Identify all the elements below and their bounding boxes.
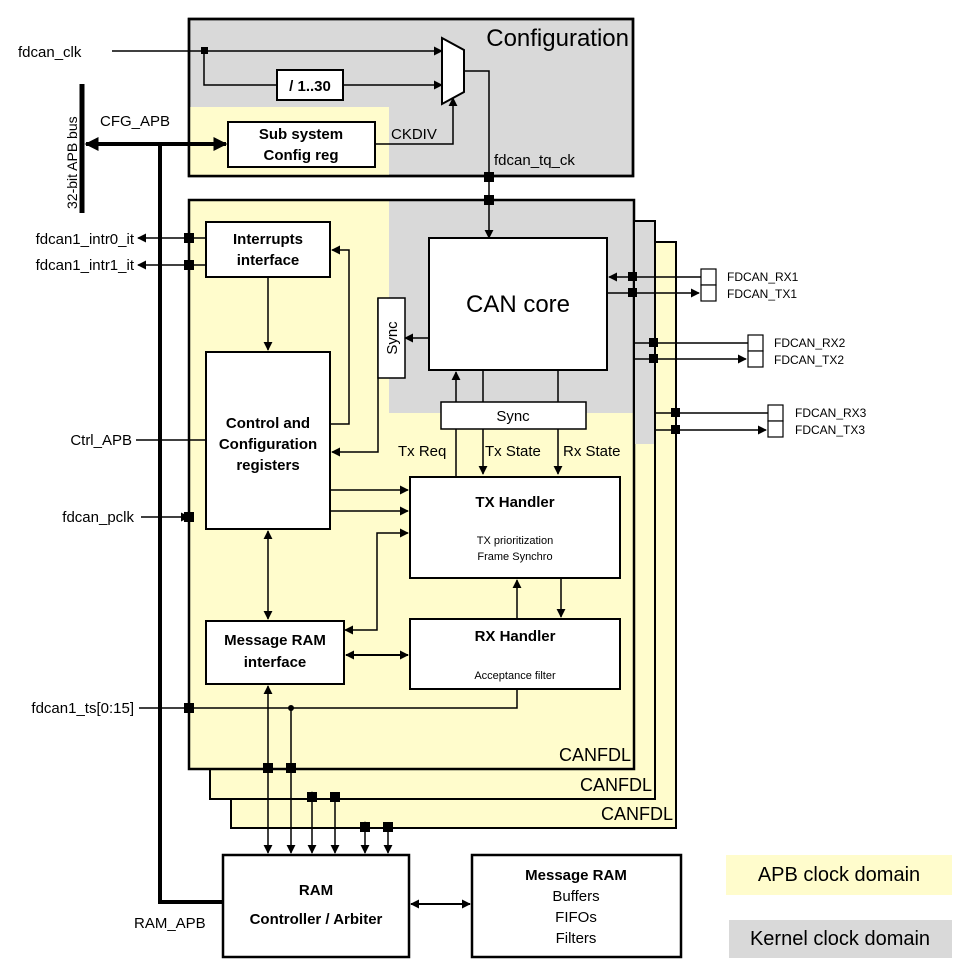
svg-text:TX prioritization: TX prioritization	[477, 535, 553, 547]
rx-handler: RX Handler Acceptance filter	[409, 618, 621, 690]
svg-text:Sync: Sync	[384, 321, 401, 355]
svg-text:FDCAN_RX3: FDCAN_RX3	[795, 406, 867, 420]
svg-text:CAN core: CAN core	[466, 291, 570, 318]
svg-text:Message RAM: Message RAM	[525, 867, 627, 884]
pin-tx3	[767, 420, 784, 438]
subsystem-config-reg: Sub system Config reg	[227, 121, 376, 168]
pin-rx3	[767, 404, 784, 422]
message-ram-interface: Message RAM interface	[205, 620, 345, 685]
ckdiv-label: CKDIV	[391, 126, 437, 143]
sync-horizontal: Sync	[440, 401, 587, 430]
control-config-registers: Control and Configuration registers	[205, 351, 331, 530]
sync-vertical: Sync	[377, 297, 406, 379]
subsystem-label-2: Config reg	[264, 147, 339, 164]
svg-text:Kernel clock domain: Kernel clock domain	[750, 928, 930, 950]
divider-label: / 1..30	[289, 78, 331, 95]
svg-text:interface: interface	[237, 252, 300, 269]
svg-text:interface: interface	[244, 654, 307, 671]
intr1-label: fdcan1_intr1_it	[36, 257, 135, 274]
clock-mux	[441, 36, 465, 106]
pin-rx2	[747, 334, 764, 352]
canfdl-label-3: CANFDL	[601, 804, 673, 824]
ckdiv-line	[375, 97, 458, 145]
pin-rx1	[700, 268, 717, 286]
svg-text:Sync: Sync	[496, 408, 530, 425]
ram-controller-arbiter: RAM Controller / Arbiter	[221, 853, 411, 959]
svg-text:Control and: Control and	[226, 415, 310, 432]
canfdl-label-2: CANFDL	[580, 775, 652, 795]
ram-apb-line	[158, 144, 222, 904]
pin-tx2	[747, 350, 764, 368]
tq-clk-label: fdcan_tq_ck	[494, 152, 575, 169]
svg-text:FDCAN_TX3: FDCAN_TX3	[795, 423, 865, 437]
tx-req-label: Tx Req	[398, 443, 446, 460]
tx-state-label: Tx State	[485, 443, 541, 460]
intr0-label: fdcan1_intr0_it	[36, 231, 135, 248]
can-core: CAN core	[428, 237, 608, 371]
svg-text:FDCAN_TX1: FDCAN_TX1	[727, 287, 797, 301]
tx-handler: TX Handler TX prioritization Frame Synch…	[409, 476, 621, 579]
canfdl-label-1: CANFDL	[559, 745, 631, 765]
subsystem-label-1: Sub system	[259, 126, 343, 143]
junction	[201, 47, 208, 54]
svg-text:Acceptance filter: Acceptance filter	[474, 670, 556, 682]
ram-apb-label: RAM_APB	[134, 915, 206, 932]
legend-kernel: Kernel clock domain	[729, 920, 952, 958]
svg-text:Buffers: Buffers	[552, 888, 599, 905]
svg-text:Interrupts: Interrupts	[233, 231, 303, 248]
svg-text:registers: registers	[236, 457, 299, 474]
svg-text:APB clock domain: APB clock domain	[758, 864, 920, 886]
cfg-apb-label: CFG_APB	[100, 113, 170, 130]
message-ram: Message RAM Buffers FIFOs Filters	[470, 853, 683, 959]
ts-label: fdcan1_ts[0:15]	[31, 700, 134, 717]
svg-text:Message RAM: Message RAM	[224, 632, 326, 649]
svg-text:Filters: Filters	[556, 930, 597, 947]
fdcan-clk-label: fdcan_clk	[18, 44, 82, 61]
svg-text:FDCAN_RX1: FDCAN_RX1	[727, 270, 799, 284]
svg-text:Frame Synchro: Frame Synchro	[477, 551, 552, 563]
pclk-label: fdcan_pclk	[62, 509, 134, 526]
configuration-title: Configuration	[486, 25, 629, 52]
interrupts-interface: Interrupts interface	[205, 221, 331, 278]
svg-text:RX Handler: RX Handler	[475, 628, 556, 645]
svg-text:Configuration: Configuration	[219, 436, 317, 453]
pin-tx1	[700, 284, 717, 302]
svg-text:FIFOs: FIFOs	[555, 909, 597, 926]
svg-text:RAM: RAM	[299, 882, 333, 899]
svg-text:TX Handler: TX Handler	[475, 494, 554, 511]
ctrl-apb-label: Ctrl_APB	[70, 432, 132, 449]
svg-text:FDCAN_TX2: FDCAN_TX2	[774, 353, 844, 367]
svg-text:Controller / Arbiter: Controller / Arbiter	[250, 911, 383, 928]
kernel-strip-2	[635, 222, 654, 444]
apb-bus-label: 32-bit APB bus	[64, 116, 80, 209]
legend-apb: APB clock domain	[726, 855, 952, 895]
clock-divider: / 1..30	[276, 69, 344, 101]
rx-state-label: Rx State	[563, 443, 621, 460]
svg-text:FDCAN_RX2: FDCAN_RX2	[774, 336, 846, 350]
tq-clk-line	[464, 70, 494, 239]
